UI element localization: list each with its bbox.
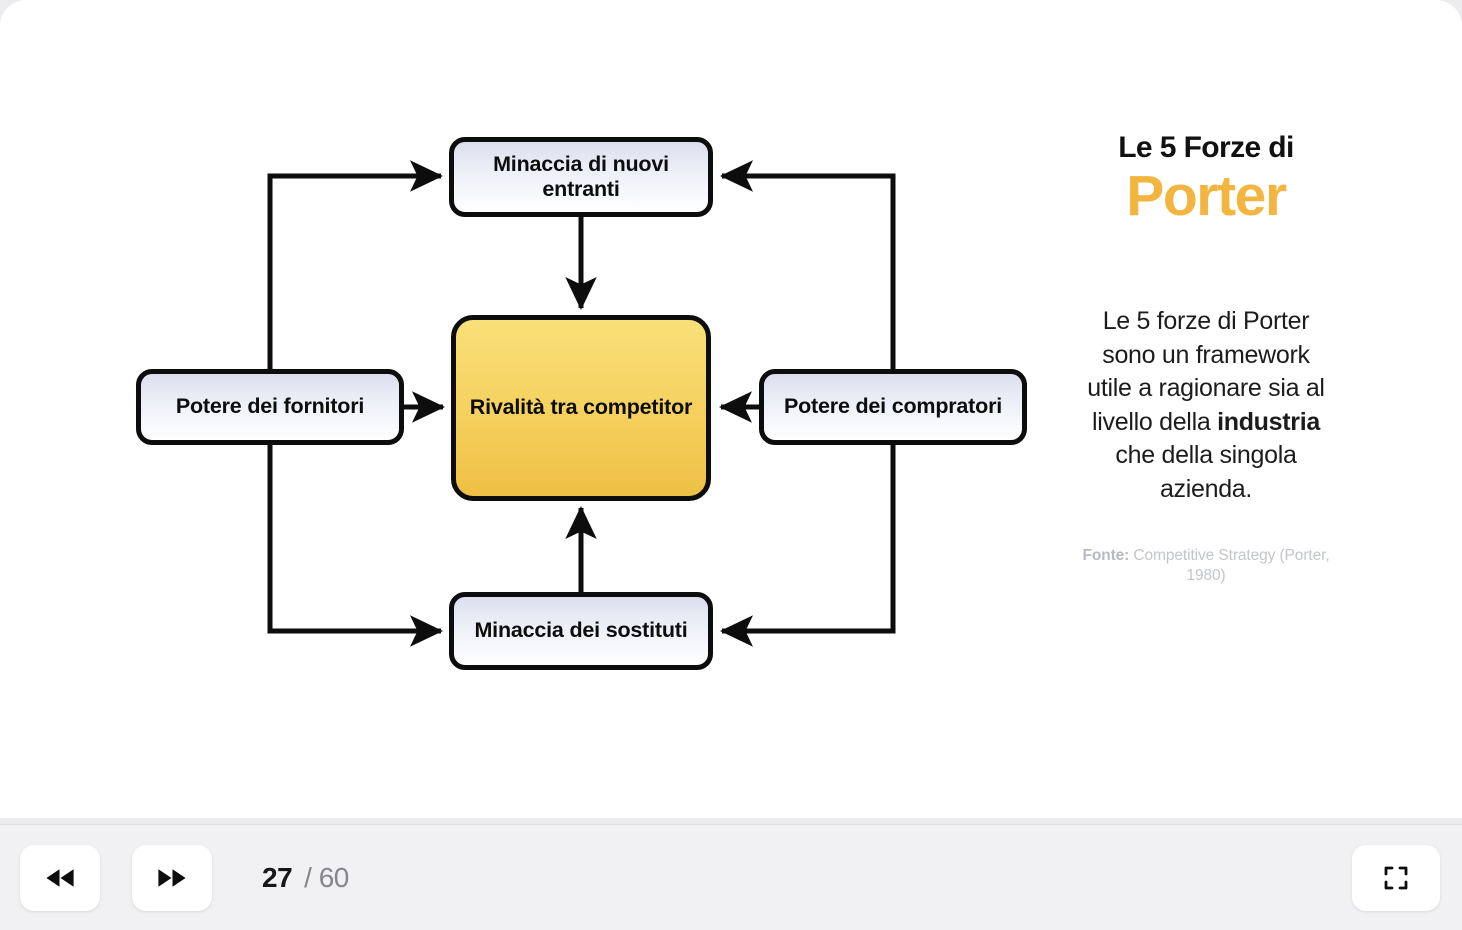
rewind-icon bbox=[46, 868, 74, 887]
arrow-suppliers-to-entrants bbox=[267, 160, 444, 407]
porter-five-forces-diagram: Minaccia di nuovi entranti Potere dei fo… bbox=[136, 137, 1027, 670]
node-center-label: Rivalità tra competitor bbox=[469, 395, 693, 420]
slide-source-note: Fonte: Competitive Strategy (Porter, 198… bbox=[1080, 546, 1332, 586]
body-text-after: che della singola azienda. bbox=[1115, 441, 1297, 503]
slide-text-column: Le 5 Forze di Porter Le 5 forze di Porte… bbox=[1080, 132, 1332, 586]
node-buyer-power[interactable]: Potere dei compratori bbox=[759, 369, 1027, 445]
node-left-label: Potere dei fornitori bbox=[175, 394, 365, 419]
node-supplier-power[interactable]: Potere dei fornitori bbox=[136, 369, 404, 445]
slide-title-line1: Le 5 Forze di bbox=[1118, 131, 1294, 164]
slide-title-accent: Porter bbox=[1126, 163, 1287, 228]
body-text-emphasis: industria bbox=[1217, 407, 1320, 436]
fullscreen-icon bbox=[1384, 866, 1408, 889]
page-indicator: 27 / 60 bbox=[262, 862, 349, 894]
source-label: Fonte: bbox=[1082, 547, 1130, 565]
viewer-toolbar: 27 / 60 bbox=[0, 824, 1462, 930]
node-top-label: Minaccia di nuovi entranti bbox=[493, 151, 669, 201]
node-competitive-rivalry[interactable]: Rivalità tra competitor bbox=[451, 315, 711, 501]
node-threat-of-substitutes[interactable]: Minaccia dei sostituti bbox=[449, 592, 713, 670]
arrow-buyers-to-substitutes bbox=[719, 407, 896, 647]
total-page-count: / 60 bbox=[304, 861, 349, 893]
fast-forward-icon bbox=[158, 868, 186, 887]
next-slide-button[interactable] bbox=[132, 844, 212, 911]
previous-slide-button[interactable] bbox=[20, 844, 100, 911]
slide-canvas: Minaccia di nuovi entranti Potere dei fo… bbox=[0, 0, 1462, 818]
arrow-buyers-to-entrants bbox=[719, 160, 896, 407]
body-text-before: Le 5 forze di Porter sono un framework u… bbox=[1087, 307, 1325, 436]
arrow-suppliers-to-substitutes bbox=[267, 407, 444, 647]
slide-body-text: Le 5 forze di Porter sono un framework u… bbox=[1080, 305, 1332, 506]
diagram-connectors bbox=[267, 160, 896, 647]
node-bottom-label: Minaccia dei sostituti bbox=[474, 618, 688, 643]
slide-title: Le 5 Forze di Porter bbox=[1080, 132, 1332, 227]
node-right-label: Potere dei compratori bbox=[783, 394, 1003, 419]
node-threat-of-new-entrants[interactable]: Minaccia di nuovi entranti bbox=[449, 137, 713, 217]
current-page-number: 27 bbox=[262, 861, 293, 893]
source-text: Competitive Strategy (Porter, 1980) bbox=[1129, 547, 1330, 584]
fullscreen-button[interactable] bbox=[1352, 844, 1440, 911]
